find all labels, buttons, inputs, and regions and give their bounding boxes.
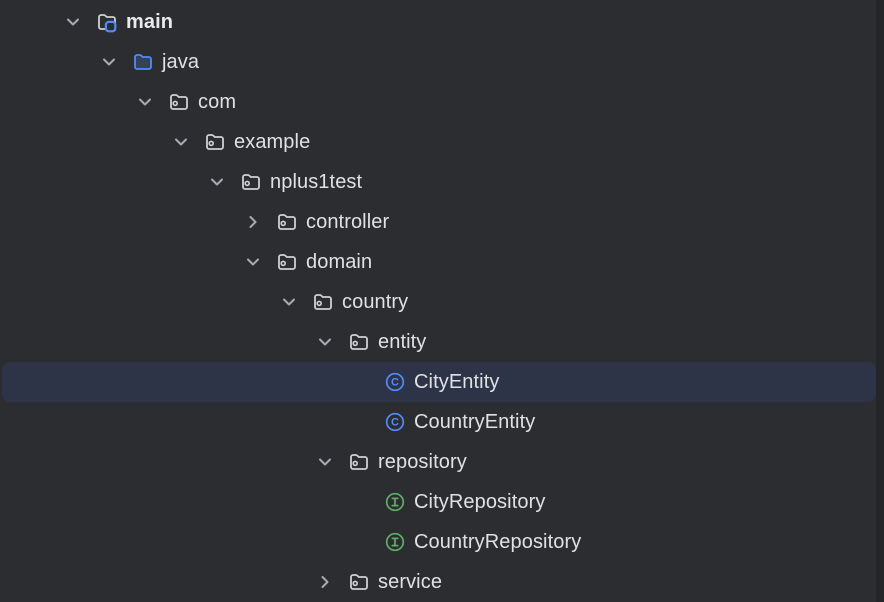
tree-item-label: example (234, 131, 311, 153)
tree-indent (2, 582, 313, 583)
chevron-placeholder (349, 410, 373, 434)
source-folder-icon (131, 50, 155, 74)
chevron-placeholder (349, 370, 373, 394)
chevron-down-icon[interactable] (61, 10, 85, 34)
tree-indent (2, 502, 349, 503)
chevron-placeholder (349, 490, 373, 514)
tree-indent (2, 62, 97, 63)
tree-indent (2, 342, 313, 343)
tree-item-label: repository (378, 451, 467, 473)
tree-indent (2, 302, 277, 303)
tree-row-country[interactable]: country (2, 282, 876, 322)
tree-item-label: service (378, 571, 443, 593)
chevron-down-icon[interactable] (241, 250, 265, 274)
tree-indent (2, 262, 241, 263)
tree-item-label: entity (378, 331, 427, 353)
tree-indent (2, 542, 349, 543)
svg-text:C: C (391, 417, 399, 429)
tree-row-entity[interactable]: entity (2, 322, 876, 362)
class-icon: C (383, 410, 407, 434)
tree-indent (2, 462, 313, 463)
tree-row-countryrepository[interactable]: CountryRepository (2, 522, 876, 562)
tree-indent (2, 22, 61, 23)
chevron-right-icon[interactable] (313, 570, 337, 594)
tree-row-cityrepository[interactable]: CityRepository (2, 482, 876, 522)
class-icon: C (383, 370, 407, 394)
interface-icon (383, 490, 407, 514)
tree-indent (2, 182, 205, 183)
package-icon (311, 290, 335, 314)
tree-indent (2, 222, 241, 223)
chevron-down-icon[interactable] (313, 330, 337, 354)
tree-indent (2, 142, 169, 143)
tree-row-repository[interactable]: repository (2, 442, 876, 482)
tree-indent (2, 382, 349, 383)
package-icon (347, 570, 371, 594)
chevron-down-icon[interactable] (97, 50, 121, 74)
chevron-placeholder (349, 530, 373, 554)
tree-row-domain[interactable]: domain (2, 242, 876, 282)
tree-row-nplus1test[interactable]: nplus1test (2, 162, 876, 202)
tree-row-java[interactable]: java (2, 42, 876, 82)
tree-indent (2, 422, 349, 423)
package-icon (347, 450, 371, 474)
tree-item-label: java (162, 51, 200, 73)
tree-indent (2, 102, 133, 103)
chevron-down-icon[interactable] (205, 170, 229, 194)
tree-row-cityentity[interactable]: C CityEntity (2, 362, 876, 402)
tree-item-label: CountryEntity (414, 411, 536, 433)
tree-row-example[interactable]: example (2, 122, 876, 162)
module-folder-icon (95, 10, 119, 34)
tree-row-countryentity[interactable]: C CountryEntity (2, 402, 876, 442)
chevron-down-icon[interactable] (169, 130, 193, 154)
tree-item-label: controller (306, 211, 390, 233)
tree-item-label: CountryRepository (414, 531, 582, 553)
panel-right-edge (876, 0, 884, 602)
chevron-down-icon[interactable] (313, 450, 337, 474)
tree-row-controller[interactable]: controller (2, 202, 876, 242)
tree-row-com[interactable]: com (2, 82, 876, 122)
tree-item-label: com (198, 91, 237, 113)
tree-row-main[interactable]: main (2, 2, 876, 42)
tree-item-label: domain (306, 251, 373, 273)
tree-item-label: CityEntity (414, 371, 500, 393)
tree-item-label: CityRepository (414, 491, 546, 513)
package-icon (275, 210, 299, 234)
package-icon (275, 250, 299, 274)
interface-icon (383, 530, 407, 554)
package-icon (239, 170, 263, 194)
chevron-down-icon[interactable] (277, 290, 301, 314)
package-icon (347, 330, 371, 354)
tree-item-label: country (342, 291, 409, 313)
tree-item-label: nplus1test (270, 171, 363, 193)
tree-row-service[interactable]: service (2, 562, 876, 602)
svg-text:C: C (391, 377, 399, 389)
chevron-right-icon[interactable] (241, 210, 265, 234)
tree-item-label: main (126, 11, 174, 33)
package-icon (203, 130, 227, 154)
package-icon (167, 90, 191, 114)
chevron-down-icon[interactable] (133, 90, 157, 114)
